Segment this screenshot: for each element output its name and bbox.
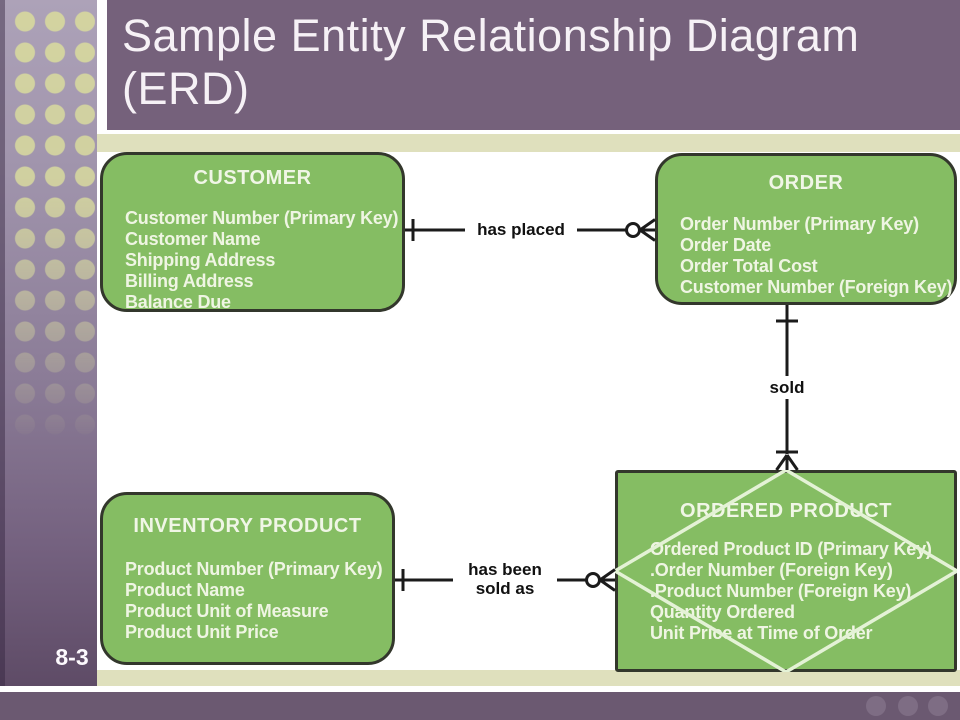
relationship-label-has-been-sold-as: has been sold as [453, 558, 557, 600]
entity-field: Product Number (Primary Key) [125, 559, 383, 579]
entity-field: Order Number (Primary Key) [680, 214, 919, 234]
slide-title: Sample Entity Relationship Diagram(ERD) [107, 0, 952, 115]
entity-inventory-product-fields: Product Number (Primary Key) Product Nam… [103, 559, 392, 643]
sidebar-edge-line [0, 0, 5, 686]
entity-field: Order Date [680, 235, 772, 255]
entity-customer: CUSTOMER Customer Number (Primary Key) C… [100, 152, 405, 312]
crow-foot-icon [639, 218, 656, 242]
relationship-label-sold: sold [755, 376, 819, 399]
crow-foot-icon [775, 454, 799, 471]
footer-bar [0, 692, 960, 720]
title-bar: Sample Entity Relationship Diagram(ERD) [107, 0, 960, 130]
entity-order-fields: Order Number (Primary Key) Order Date Or… [658, 214, 954, 298]
entity-field: Customer Number (Foreign Key) [680, 277, 953, 297]
entity-field: Billing Address [125, 271, 254, 291]
footer-dot-icon [866, 696, 886, 716]
entity-field: Product Name [125, 580, 245, 600]
zero-circle-icon [625, 222, 641, 238]
diagram-top-strip [97, 134, 960, 152]
slide-title-line2: (ERD) [122, 63, 250, 114]
footer-dot-icon [898, 696, 918, 716]
entity-customer-title: CUSTOMER [193, 167, 312, 189]
entity-order-title: ORDER [768, 172, 844, 194]
entity-field: Quantity Ordered [650, 602, 795, 622]
entity-inventory-product-title: INVENTORY PRODUCT [133, 515, 362, 537]
erd-diagram: CUSTOMER Customer Number (Primary Key) C… [97, 130, 960, 686]
entity-field: Ordered Product ID (Primary Key) [650, 539, 932, 559]
entity-order: ORDER Order Number (Primary Key) Order D… [655, 153, 957, 305]
entity-ordered-product: ORDERED PRODUCT Ordered Product ID (Prim… [615, 470, 957, 672]
entity-field: Unit Price at Time of Order [650, 623, 873, 643]
zero-circle-icon [585, 572, 601, 588]
entity-field: .Product Number (Foreign Key) [650, 581, 912, 601]
sidebar-dot-pattern [6, 4, 95, 524]
page-number: 8-3 [55, 644, 89, 670]
diagram-bottom-strip [97, 670, 960, 686]
slide-title-line1: Sample Entity Relationship Diagram [122, 10, 860, 61]
entity-field: Product Unit Price [125, 622, 279, 642]
entity-inventory-product: INVENTORY PRODUCT Product Number (Primar… [100, 492, 395, 665]
entity-ordered-product-fields: Ordered Product ID (Primary Key) .Order … [618, 539, 954, 644]
entity-customer-fields: Customer Number (Primary Key) Customer N… [103, 208, 402, 313]
left-decoration-strip: 8-3 [0, 0, 97, 686]
relationship-label-has-placed: has placed [465, 218, 577, 241]
entity-field: .Order Number (Foreign Key) [650, 560, 893, 580]
crow-foot-icon [599, 568, 616, 592]
entity-field: Order Total Cost [680, 256, 818, 276]
entity-field: Shipping Address [125, 250, 276, 270]
entity-field: Customer Number (Primary Key) [125, 208, 399, 228]
footer-dot-icon [928, 696, 948, 716]
entity-field: Product Unit of Measure [125, 601, 329, 621]
entity-field: Customer Name [125, 229, 261, 249]
entity-field: Balance Due [125, 292, 231, 312]
entity-ordered-product-title: ORDERED PRODUCT [680, 500, 892, 522]
